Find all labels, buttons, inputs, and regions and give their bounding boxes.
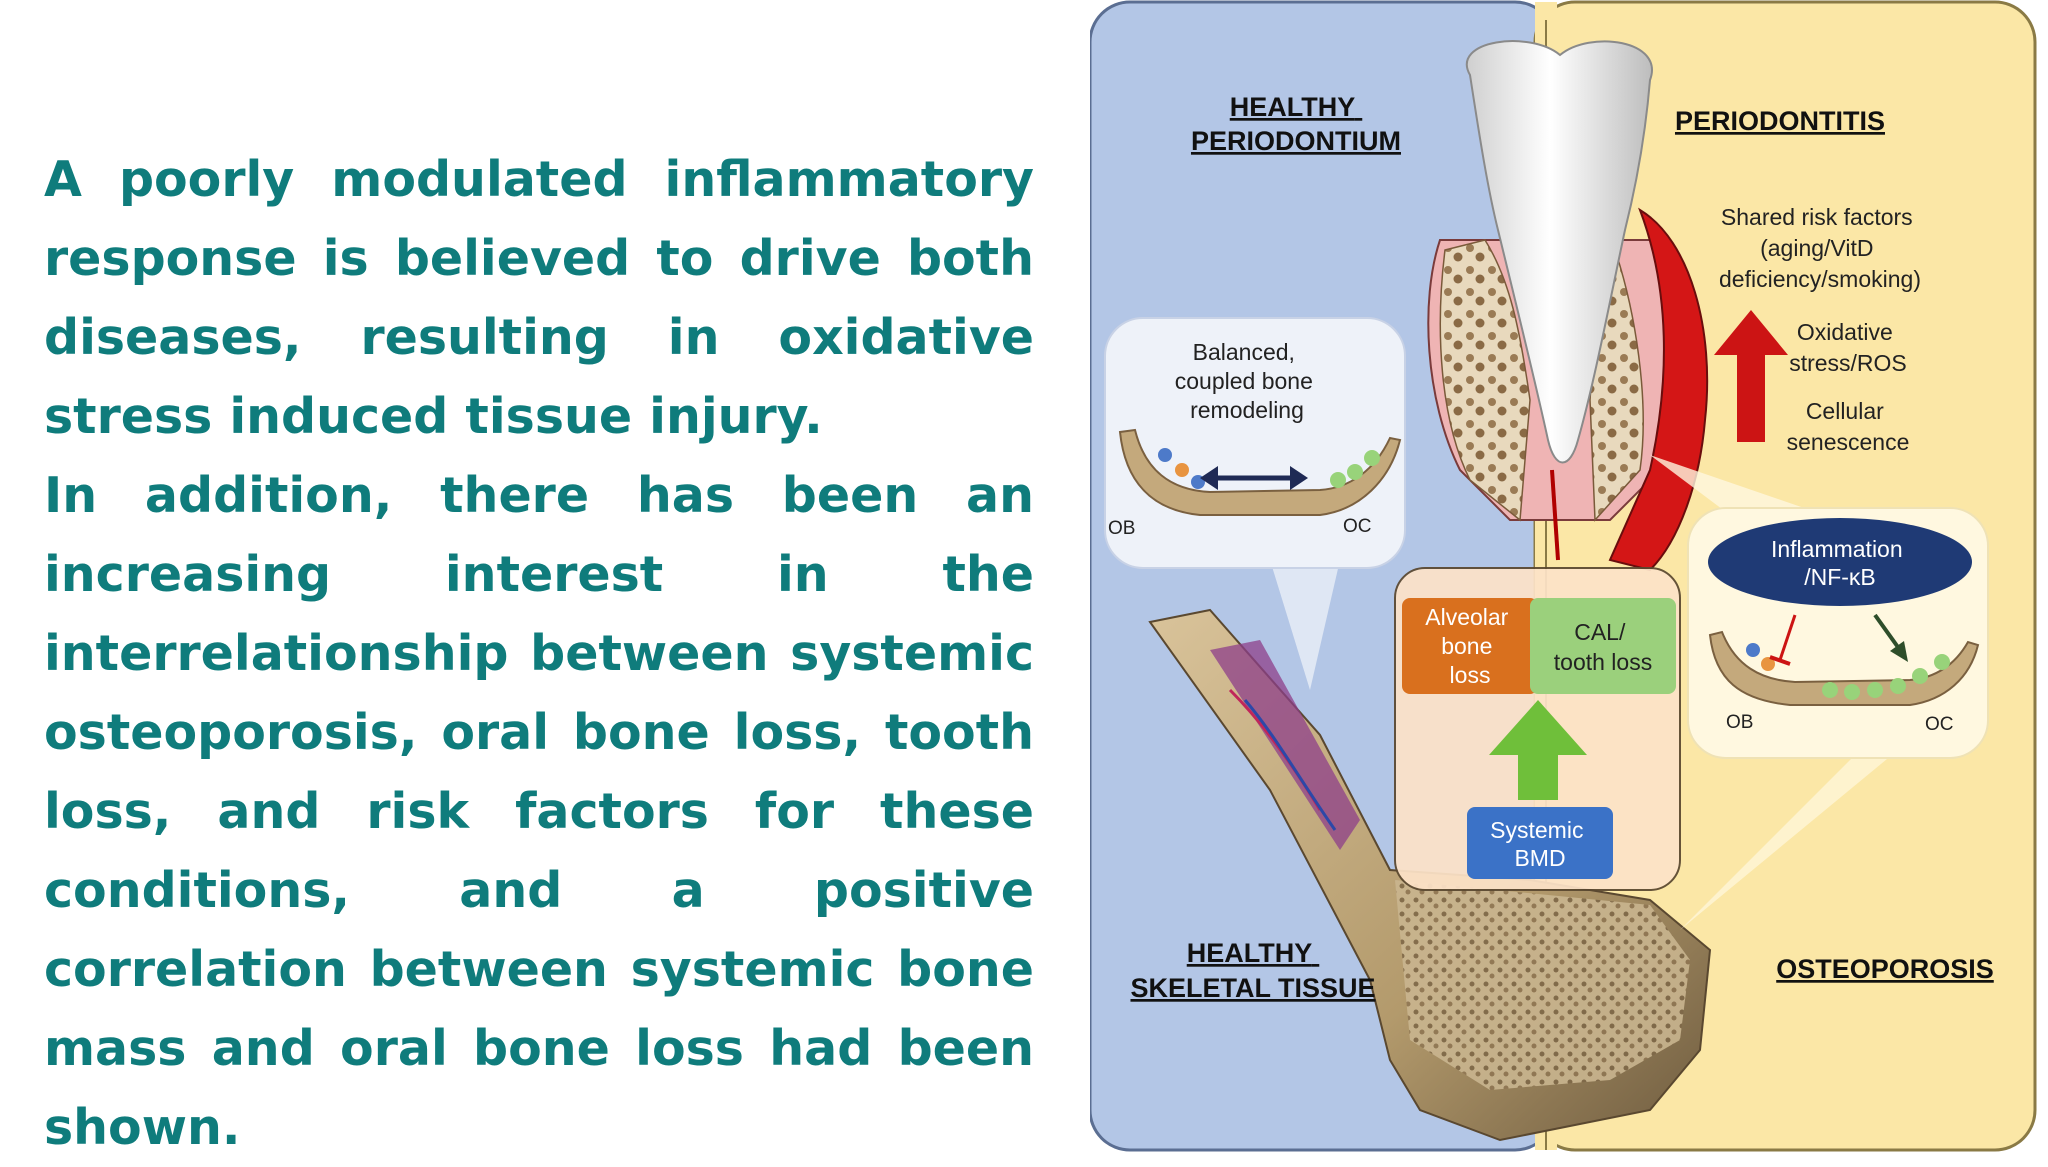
- heading-osteoporosis: OSTEOPOROSIS: [1776, 954, 1994, 984]
- senescence-label: Cellular senescence: [1787, 398, 1910, 455]
- alveolar-box: [1402, 598, 1538, 694]
- balanced-label: Balanced, coupled bone remodeling: [1175, 339, 1320, 423]
- jaw-bone-right: [1708, 630, 1980, 706]
- paragraph-2: In addition, there has been an increasin…: [44, 467, 1034, 1156]
- oc-label-right: OC: [1925, 714, 1954, 735]
- activate-arrow: [1873, 613, 1908, 662]
- cal-box: [1530, 598, 1676, 694]
- ob-label-left: OB: [1108, 518, 1135, 539]
- diagram-figure: Balanced, coupled bone remodeling OB OC …: [1090, 0, 2037, 1152]
- inflammation-label: Inflammation /NF-κB: [1771, 536, 1909, 590]
- red-up-arrow: [1714, 310, 1788, 442]
- cal-label: CAL/ tooth loss: [1554, 619, 1652, 675]
- oc-label-left: OC: [1343, 516, 1372, 537]
- inflammation-ellipse: [1708, 518, 1972, 606]
- alveolar-label: Alveolar bone loss: [1425, 604, 1515, 688]
- risk-factors-label: Shared risk factors (aging/VitD deficien…: [1719, 204, 1921, 292]
- double-arrow: [1200, 466, 1308, 490]
- up-arrow-green: [1489, 700, 1587, 800]
- text-block: A poorly modulated inflammatory response…: [44, 140, 1034, 1167]
- osteoporosis-callout-pointer: [1680, 740, 1910, 930]
- heading-periodontitis: PERIODONTITIS: [1675, 106, 1885, 136]
- heading-healthy-skeletal: HEALTHY SKELETAL TISSUE: [1130, 938, 1375, 1003]
- inhibit-arrow: [1769, 614, 1797, 666]
- paragraph-1: A poorly modulated inflammatory response…: [44, 151, 1034, 445]
- jaw-bone-left: [1118, 428, 1402, 516]
- oxidative-label: Oxidative stress/ROS: [1789, 319, 1907, 376]
- balanced-callout-pointer: [1270, 560, 1340, 690]
- tooth-illustration: [1427, 40, 1709, 572]
- systemic-box: [1467, 807, 1613, 879]
- ob-label-right: OB: [1726, 712, 1753, 733]
- systemic-label: Systemic BMD: [1490, 817, 1590, 871]
- heading-healthy-periodontium: HEALTHY PERIODONTIUM: [1191, 92, 1401, 156]
